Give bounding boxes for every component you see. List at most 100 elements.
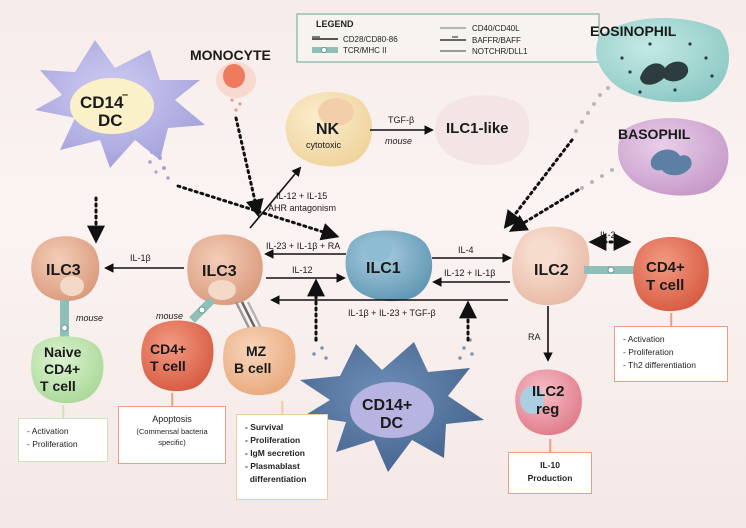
ilc2-nucleus — [526, 238, 554, 266]
naive-body — [31, 336, 104, 404]
legend: LEGEND CD28/CD80-86 TCR/MHC II CD40/CD40… — [296, 13, 600, 63]
label-il1b-il23-tgfb: IL-1β + IL-23 + TGF-β — [348, 308, 436, 318]
ilc3-left-label: ILC3 — [46, 262, 81, 279]
mz-outcome-1: - Survival — [245, 422, 284, 432]
outcome-box-naive: - Activation - Proliferation — [18, 405, 108, 462]
mz-label-2: B cell — [234, 360, 271, 376]
naive-label-2: CD4+ — [44, 361, 80, 377]
eosinophil-granules — [574, 86, 610, 133]
eosinophil-label: EOSINOPHIL — [590, 23, 677, 39]
ilc1-label: ILC1 — [366, 260, 401, 277]
ilc1-nucleus — [364, 238, 392, 262]
outcome-box-cd4-mid: Apoptosis (Commensal bacteria specific) — [118, 393, 226, 464]
cd14pos-dc-nucleus — [350, 382, 434, 438]
legend-frame — [296, 13, 600, 63]
mz-body — [223, 326, 296, 396]
nk-label: NK — [316, 121, 340, 138]
cd14neg-dc-label: CD14 — [80, 93, 124, 112]
legend-item-baffr: BAFFR/BAFF — [472, 36, 521, 45]
label-il4: IL-4 — [458, 245, 474, 255]
dotted-dc-to-ilc1 — [176, 184, 340, 241]
label-il23-il1b-ra: IL-23 + IL-1β + RA — [266, 241, 340, 251]
monocyte-nucleus — [223, 64, 245, 88]
eosinophil-body — [596, 17, 730, 103]
ilc3-left-cell: ILC3 — [31, 236, 100, 302]
mz-outcome-2: - Proliferation — [245, 435, 301, 445]
cd4-mid-mouse-label: mouse — [156, 311, 183, 321]
cd14pos-dc-label-1: CD14+ — [362, 397, 412, 414]
cd4-right-outcome-3: - Th2 differentiation — [623, 360, 696, 370]
mz-outcome-4: - Plasmablast — [245, 461, 300, 471]
ilc2reg-cell: ILC2 reg — [515, 369, 582, 436]
mz-bond-1 — [234, 301, 252, 331]
legend-item-tcr: TCR/MHC II — [343, 46, 387, 55]
naive-tcr-bond — [60, 300, 69, 342]
ilc2-label: ILC2 — [534, 262, 569, 279]
dotted-monocyte-to-ilc3 — [234, 116, 264, 218]
eosinophil: EOSINOPHIL — [590, 17, 730, 103]
cd4-mid-cell: mouse CD4+ T cell — [141, 297, 215, 392]
basophil-granules — [580, 168, 614, 190]
basophil-label: BASOPHIL — [618, 126, 691, 142]
legend-item-cd28: CD28/CD80-86 — [343, 35, 398, 44]
cd14pos-dc: CD14+ DC — [300, 342, 484, 472]
ilc3-left-nucleus — [60, 276, 84, 296]
legend-item-cd40: CD40/CD40L — [472, 24, 520, 33]
ilc3-mid-body — [187, 234, 263, 306]
cd14neg-dc-label-2: DC — [98, 111, 123, 130]
ilc2reg-outcome-1: IL-10 — [540, 460, 560, 470]
mz-bond-3 — [246, 301, 264, 331]
cd4-right-label-1: CD4+ — [646, 259, 685, 276]
cd14pos-dc-label-2: DC — [380, 415, 404, 432]
cd4-mid-label-2: T cell — [150, 358, 186, 374]
mz-label-1: MZ — [246, 343, 267, 359]
naive-label-1: Naive — [44, 344, 82, 360]
cd14neg-dc: CD14 – DC — [35, 40, 205, 168]
dotted-eos-to-ilc2 — [503, 138, 574, 229]
ilc2-cell: ILC2 — [512, 226, 590, 306]
cd14neg-dc-superscript: – — [122, 89, 128, 101]
cd4-right-cell: CD4+ T cell — [584, 237, 709, 312]
ilc2reg-body — [515, 369, 582, 436]
naive-label-3: T cell — [40, 378, 76, 394]
label-mouse-nk: mouse — [385, 136, 412, 146]
cd14neg-dc-nucleus — [70, 78, 154, 134]
monocyte: MONOCYTE — [190, 47, 271, 98]
cd4-right-body — [633, 237, 709, 312]
cd4-mid-label-1: CD4+ — [150, 341, 186, 357]
ilc2reg-label-1: ILC2 — [532, 383, 565, 400]
label-il1b-left: IL-1β — [130, 253, 151, 263]
mz-outcome-3: - IgM secretion — [245, 448, 305, 458]
naive-cd4-cell: Naive CD4+ T cell mouse — [31, 300, 104, 404]
label-ahr: AHR antagonism — [268, 203, 336, 213]
label-tgfb: TGF-β — [388, 115, 414, 125]
label-il12-il1b: IL-12 + IL-1β — [444, 268, 495, 278]
monocyte-label: MONOCYTE — [190, 47, 271, 63]
nk-cell: NK cytotoxic — [285, 91, 373, 167]
basophil: BASOPHIL — [617, 118, 729, 196]
basophil-nucleus — [650, 149, 692, 176]
naive-outcome-1: - Activation — [27, 426, 69, 436]
nk-sublabel: cytotoxic — [306, 140, 342, 150]
cd4-right-outcome-1: - Activation — [623, 334, 665, 344]
dotted-baso-to-ilc2 — [508, 188, 580, 232]
mz-outcome-5: differentiation — [245, 474, 307, 484]
eosinophil-nucleus — [640, 61, 689, 85]
ilc2reg-outcome-2: Production — [527, 473, 573, 483]
cd4-mid-outcome-3: specific) — [158, 438, 186, 447]
ilc2reg-label-2: reg — [536, 401, 559, 418]
ilc1-like-label: ILC1-like — [446, 120, 509, 137]
outcome-box-ilc2reg: IL-10 Production — [508, 439, 592, 494]
label-ra: RA — [528, 332, 541, 342]
ilc3-mid-cell: ILC3 — [187, 234, 263, 306]
cd4-right-label-2: T cell — [646, 277, 684, 294]
mz-b-cell: MZ B cell — [223, 301, 296, 396]
ilc1-like-body — [434, 95, 530, 166]
ilc1-cell: ILC1 — [345, 230, 433, 302]
legend-item-notch: NOTCHR/DLL1 — [472, 47, 528, 56]
label-il12-il15: IL-12 + IL-15 — [276, 191, 327, 201]
ilc3-mid-nucleus — [208, 280, 236, 300]
label-il2: IL-2 — [600, 230, 616, 240]
outcome-box-cd4-right: - Activation - Proliferation - Th2 diffe… — [614, 313, 728, 382]
legend-title: LEGEND — [316, 19, 354, 29]
